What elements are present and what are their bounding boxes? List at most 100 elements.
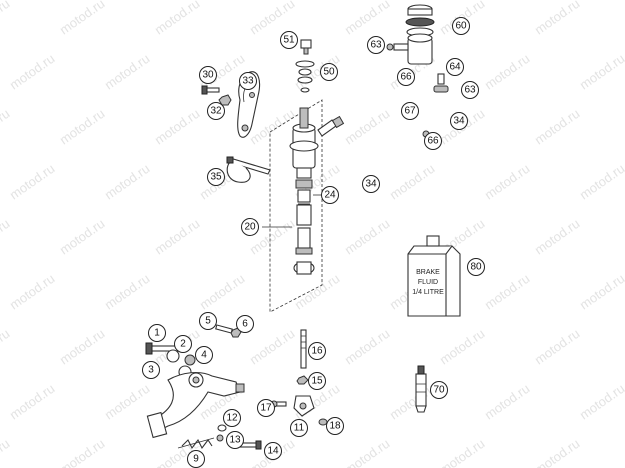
callout-4[interactable]: 4	[195, 346, 213, 364]
callout-number: 35	[210, 172, 222, 183]
callout-32[interactable]: 32	[207, 102, 225, 120]
callout-9[interactable]: 9	[187, 450, 205, 468]
callout-18[interactable]: 18	[326, 417, 344, 435]
watermark-text: motod.ru	[7, 51, 58, 93]
brake-fluid-bottle-80: BRAKE FLUID 1/4 LITRE	[407, 235, 461, 317]
watermark-text: motod.ru	[102, 51, 153, 93]
watermark-text: motod.ru	[342, 0, 393, 37]
watermark-text: motod.ru	[577, 381, 625, 423]
watermark-text: motod.ru	[532, 326, 583, 368]
callout-circle	[199, 312, 217, 330]
callout-16[interactable]: 16	[308, 342, 326, 360]
callout-11[interactable]: 11	[290, 419, 308, 437]
watermark-text: motod.ru	[342, 106, 393, 148]
callout-number: 34	[453, 116, 465, 127]
callout-number: 32	[210, 106, 222, 117]
bottle-label-line-2: FLUID	[418, 279, 438, 286]
callout-35[interactable]: 35	[207, 168, 225, 186]
watermark-text: motod.ru	[532, 106, 583, 148]
callout-number: 14	[267, 446, 279, 457]
nut-32	[218, 94, 232, 106]
callout-circle	[223, 409, 241, 427]
callout-33[interactable]: 33	[239, 72, 257, 90]
piston-parts	[293, 179, 315, 275]
callout-3[interactable]: 3	[142, 361, 160, 379]
callout-number: 64	[449, 62, 461, 73]
watermark-text: motod.ru	[577, 161, 625, 203]
callout-circle	[199, 66, 217, 84]
callout-34[interactable]: 34	[362, 175, 380, 193]
callout-number: 66	[427, 136, 439, 147]
callout-67[interactable]: 67	[401, 102, 419, 120]
bottle-label-line-3: 1/4 LITRE	[412, 289, 444, 296]
callout-66[interactable]: 66	[424, 132, 442, 150]
callout-number: 3	[148, 365, 154, 376]
cable-tie-35	[226, 156, 271, 183]
callout-circle	[280, 31, 298, 49]
callout-circle	[320, 63, 338, 81]
callout-number: 16	[311, 346, 323, 357]
callout-51[interactable]: 51	[280, 31, 298, 49]
callout-number: 18	[329, 421, 341, 432]
watermark-text: motod.ru	[0, 216, 12, 258]
watermark-text: motod.ru	[342, 436, 393, 468]
watermark-text: motod.ru	[532, 0, 583, 37]
watermark-text: motod.ru	[387, 161, 438, 203]
callout-63[interactable]: 63	[367, 36, 385, 54]
callout-24[interactable]: 24	[321, 186, 339, 204]
callout-60[interactable]: 60	[452, 17, 470, 35]
watermark-text: motod.ru	[387, 381, 438, 423]
callout-15[interactable]: 15	[308, 372, 326, 390]
watermark-text: motod.ru	[342, 216, 393, 258]
callout-64[interactable]: 64	[446, 58, 464, 76]
callout-circle	[362, 175, 380, 193]
callout-50[interactable]: 50	[320, 63, 338, 81]
watermark-text: motod.ru	[152, 216, 203, 258]
callout-number: 9	[193, 454, 199, 465]
callout-number: 33	[242, 76, 254, 87]
callout-circle	[424, 132, 442, 150]
callout-number: 15	[311, 376, 323, 387]
callout-2[interactable]: 2	[174, 335, 192, 353]
watermark-text: motod.ru	[0, 326, 12, 368]
callout-circle	[257, 399, 275, 417]
callout-30[interactable]: 30	[199, 66, 217, 84]
bolt-30	[201, 85, 220, 95]
callout-66[interactable]: 66	[397, 68, 415, 86]
callout-circle	[401, 102, 419, 120]
callout-6[interactable]: 6	[236, 315, 254, 333]
callout-number: 5	[205, 316, 211, 327]
callout-number: 17	[260, 403, 272, 414]
callout-1[interactable]: 1	[148, 324, 166, 342]
callout-17[interactable]: 17	[257, 399, 275, 417]
callout-circle	[195, 346, 213, 364]
callout-14[interactable]: 14	[264, 442, 282, 460]
callout-circle	[226, 431, 244, 449]
callout-circle	[239, 72, 257, 90]
callout-circle	[461, 81, 479, 99]
watermark-text: motod.ru	[0, 436, 12, 468]
callout-34[interactable]: 34	[450, 112, 468, 130]
watermark-text: motod.ru	[57, 326, 108, 368]
reservoir-body	[386, 33, 433, 65]
callout-number: 2	[180, 339, 186, 350]
callout-13[interactable]: 13	[226, 431, 244, 449]
callout-20[interactable]: 20	[241, 218, 259, 236]
callout-63[interactable]: 63	[461, 81, 479, 99]
watermark-text: motod.ru	[247, 326, 298, 368]
watermark-text: motod.ru	[482, 271, 533, 313]
callout-number: 20	[244, 222, 256, 233]
master-cylinder-body	[289, 107, 345, 179]
callout-number: 6	[242, 319, 248, 330]
watermark-text: motod.ru	[292, 271, 343, 313]
callout-circle	[207, 168, 225, 186]
callout-80[interactable]: 80	[467, 258, 485, 276]
callout-12[interactable]: 12	[223, 409, 241, 427]
watermark-text: motod.ru	[7, 161, 58, 203]
callout-5[interactable]: 5	[199, 312, 217, 330]
callout-circle	[308, 342, 326, 360]
hose-67	[419, 65, 449, 138]
cap-51	[300, 39, 312, 55]
callout-70[interactable]: 70	[430, 381, 448, 399]
